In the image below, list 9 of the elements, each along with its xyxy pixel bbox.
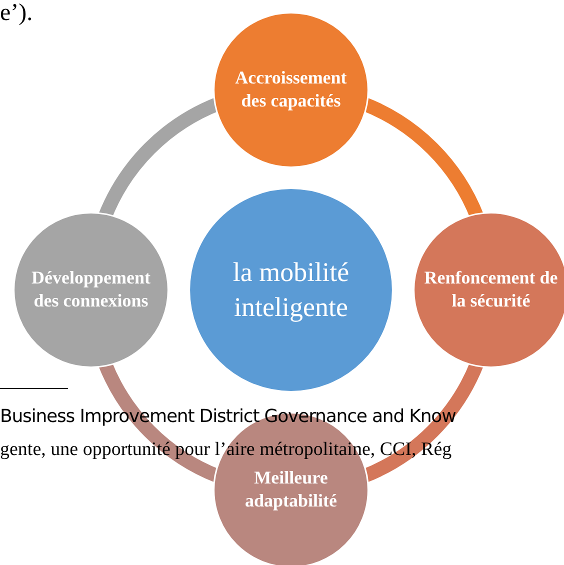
text-fragment: e’). xyxy=(0,0,33,27)
node-label: la mobilité inteligente xyxy=(232,256,350,324)
node-label: Développement des connexions xyxy=(30,266,152,313)
circle-node xyxy=(188,187,394,393)
circle-node xyxy=(213,12,369,168)
node-label: Meilleure adaptabilité xyxy=(244,466,338,513)
circle-node xyxy=(13,212,169,368)
node-label: Accroissement des capacités xyxy=(234,66,348,113)
node-label: Renfoncement de la sécurité xyxy=(424,266,558,313)
